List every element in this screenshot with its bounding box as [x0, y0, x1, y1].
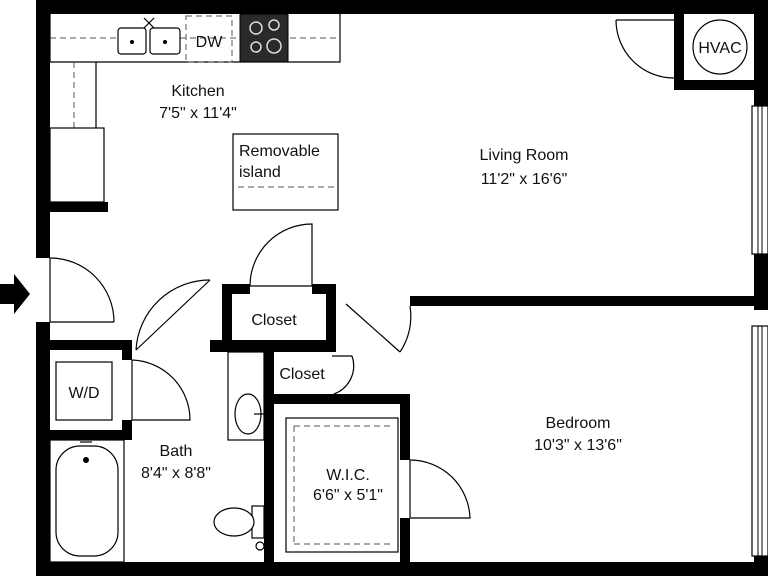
bath-door[interactable] — [135, 279, 211, 351]
kitchen-counter — [49, 14, 341, 212]
window-living-room — [751, 105, 768, 255]
bedroom-door[interactable] — [345, 303, 412, 353]
hvac-label: HVAC — [698, 40, 741, 57]
hvac-closet: HVAC — [674, 0, 768, 90]
wic-door[interactable] — [409, 459, 471, 519]
closet-2-door[interactable] — [332, 355, 355, 395]
closet-2-name: Closet — [279, 366, 325, 383]
bath-size: 8'4" x 8'8" — [141, 465, 211, 482]
washer-dryer-icon: W/D — [55, 361, 113, 421]
exterior-walls — [36, 0, 768, 576]
closet-2: Closet — [264, 350, 410, 404]
kitchen-size: 7'5" x 11'4" — [159, 105, 237, 122]
entry-arrow-icon — [0, 274, 30, 314]
stove-icon — [239, 13, 289, 63]
dishwasher-label: DW — [196, 34, 224, 51]
kitchen-name: Kitchen — [171, 83, 224, 100]
removable-island: Removable island — [232, 133, 339, 211]
bedroom-name: Bedroom — [546, 415, 611, 432]
washer-dryer-label: W/D — [68, 385, 99, 402]
island-label-line2: island — [239, 164, 281, 181]
window-bedroom — [751, 325, 768, 557]
entry-door[interactable] — [49, 257, 115, 323]
closet-1-name: Closet — [251, 312, 297, 329]
laundry-door[interactable] — [131, 359, 191, 421]
island-label-line1: Removable — [239, 143, 320, 160]
wic-size: 6'6" x 5'1" — [313, 487, 383, 504]
bath-name: Bath — [160, 443, 193, 460]
vanity-sink-icon — [227, 351, 265, 441]
wic-name: W.I.C. — [326, 467, 370, 484]
living-bedroom-wall — [410, 296, 768, 306]
bath-walls — [36, 340, 274, 576]
closet-1-door[interactable] — [249, 223, 313, 287]
bathtub-icon — [49, 439, 125, 563]
living-room-size: 11'2" x 16'6" — [481, 171, 568, 188]
closet-1: Closet — [210, 284, 336, 352]
living-room-name: Living Room — [480, 147, 569, 164]
hvac-door[interactable] — [615, 19, 675, 79]
kitchen-sink-icon — [117, 17, 181, 55]
bedroom-size: 10'3" x 13'6" — [534, 437, 622, 454]
toilet-icon — [213, 505, 265, 551]
walk-in-closet: W.I.C. 6'6" x 5'1" — [285, 394, 410, 576]
dishwasher-icon: DW — [185, 15, 233, 63]
